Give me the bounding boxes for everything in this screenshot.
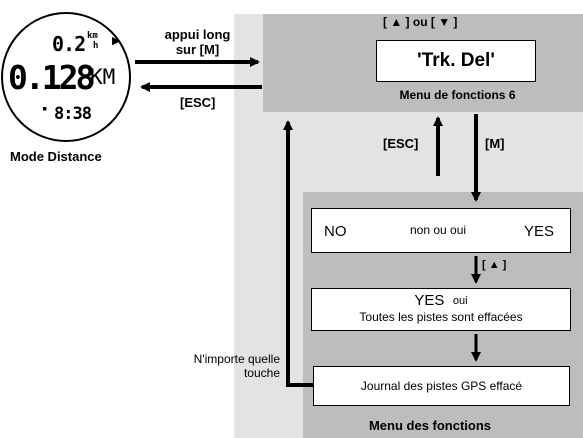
label-long-press: appui long sur [M]: [150, 27, 245, 57]
label-long-press-line2: sur [M]: [175, 42, 220, 57]
label-up-key: [ ▲ ]: [482, 259, 507, 271]
choice-yes: YES: [524, 223, 555, 240]
functions-title: Menu des fonctions: [368, 418, 492, 433]
watch-speed-unit-bottom: h: [93, 41, 99, 51]
watch-distance-unit: KM: [90, 65, 116, 89]
menu6-option-label: 'Trk. Del': [417, 50, 495, 71]
arrow-return-path: [283, 120, 313, 387]
done-box: Journal des pistes GPS effacé: [313, 366, 570, 406]
menu6-title: Menu de fonctions 6: [399, 88, 516, 102]
label-long-press-line1: appui long: [164, 27, 231, 42]
watch-speed-value: 0.2: [52, 32, 86, 56]
label-any-key: N'importe quelle touche: [168, 352, 280, 380]
label-any-key-line1: N'importe quelle: [193, 352, 280, 366]
watch-distance-value: 0.128: [8, 58, 95, 97]
label-up-down-keys: [ ▲ ] ou [ ▼ ]: [383, 15, 458, 29]
choice-middle: non ou oui: [410, 223, 467, 237]
label-esc-up: [ESC]: [383, 136, 419, 151]
watch-time-prefix: ▪: [42, 104, 48, 114]
watch-time-value: 8:38: [54, 104, 92, 124]
menu6-option-box: 'Trk. Del': [376, 40, 536, 82]
watch-face: [1, 12, 131, 142]
watch-speed-unit-top: km: [87, 31, 98, 41]
confirm-yes: YES: [414, 292, 445, 309]
confirm-text: Toutes les pistes sont effacées: [359, 310, 523, 324]
done-text: Journal des pistes GPS effacé: [360, 379, 523, 393]
label-esc-left: [ESC]: [180, 95, 216, 110]
watch-flag-icon: ▶: [112, 35, 121, 47]
watch-line1: 0.2: [52, 32, 86, 56]
confirm-oui: oui: [452, 295, 468, 307]
label-m-down: [M]: [485, 136, 505, 151]
watch-caption: Mode Distance: [10, 149, 102, 164]
confirm-box: YES oui Toutes les pistes sont effacées: [311, 288, 571, 331]
choice-box: NO non ou oui YES: [311, 208, 571, 253]
label-any-key-line2: touche: [243, 366, 280, 380]
choice-no: NO: [324, 223, 347, 240]
